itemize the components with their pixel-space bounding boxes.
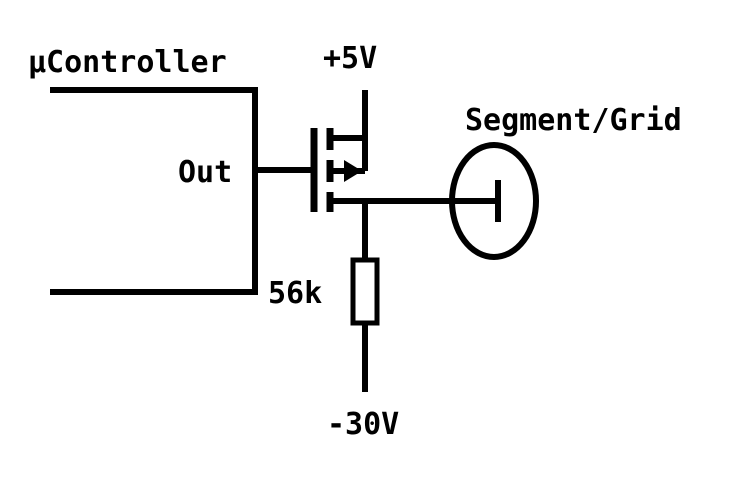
out-label: Out (178, 155, 232, 190)
negative-supply-label: -30V (327, 407, 399, 442)
p-channel-mosfet (310, 128, 365, 212)
microcontroller-outline (50, 87, 258, 295)
resistor-value-label: 56k (268, 276, 322, 311)
positive-supply-label: +5V (323, 41, 377, 76)
load-ellipse (449, 142, 539, 260)
mosfet-arrow (344, 160, 362, 182)
microcontroller-label: µController (28, 45, 227, 80)
segment-grid-load (449, 142, 539, 260)
microcontroller-block (50, 87, 258, 295)
load-label: Segment/Grid (465, 103, 682, 138)
resistor (350, 257, 380, 326)
